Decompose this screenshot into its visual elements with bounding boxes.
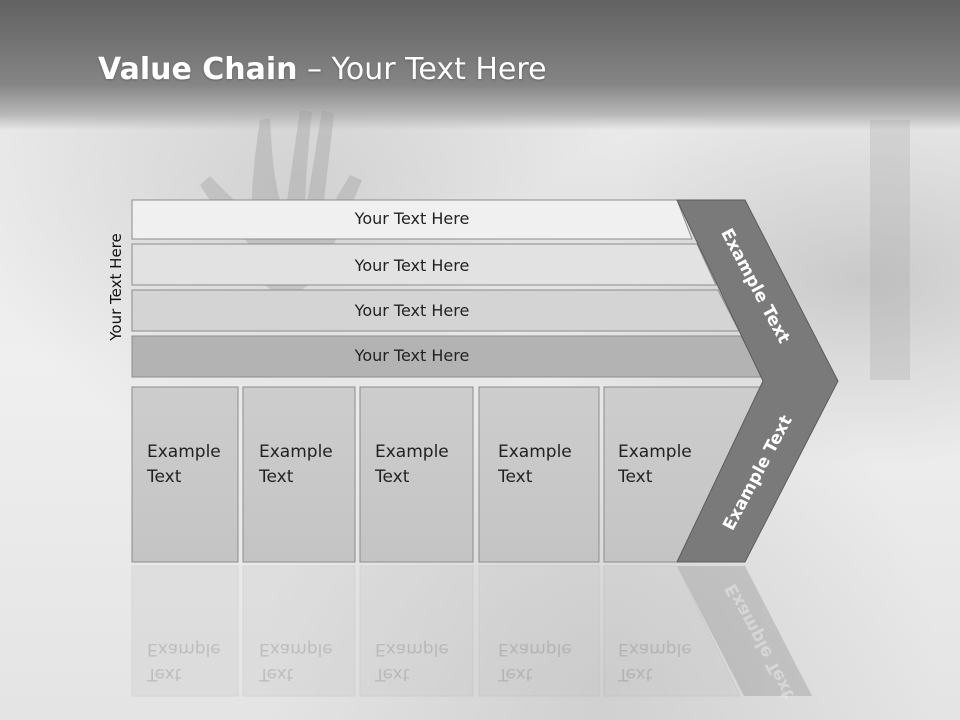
row-label: Your Text Here bbox=[354, 209, 470, 228]
column-box bbox=[131, 386, 239, 563]
title-rest: – Your Text Here bbox=[297, 52, 547, 87]
reflection-line2: Text bbox=[147, 664, 182, 684]
reflection-line1: Example bbox=[259, 639, 333, 659]
column-text-line2: Text bbox=[498, 467, 533, 487]
reflection-line1: Example bbox=[618, 639, 692, 659]
chevron-shape bbox=[676, 199, 839, 563]
row-label: Your Text Here bbox=[354, 346, 470, 365]
reflection-group bbox=[131, 565, 812, 697]
row-label: Your Text Here bbox=[354, 301, 470, 320]
header-band bbox=[0, 0, 960, 130]
row-bar bbox=[131, 243, 717, 286]
column-text-line1: Example bbox=[147, 442, 221, 462]
reflection-line2: Text bbox=[498, 664, 533, 684]
column-reflection bbox=[242, 565, 356, 697]
column-reflection bbox=[131, 565, 239, 697]
column-text-line1: Example bbox=[498, 442, 572, 462]
row-label: Your Text Here bbox=[354, 256, 470, 275]
reflection-line1: Example bbox=[147, 639, 221, 659]
column-text-line2: Text bbox=[618, 467, 653, 487]
column-reflection bbox=[359, 565, 474, 697]
column-reflection bbox=[603, 565, 741, 697]
column-text-reflection: Text Example bbox=[259, 636, 359, 686]
reflection-line1: Example bbox=[498, 639, 572, 659]
page-title: Value Chain – Your Text Here bbox=[98, 52, 547, 87]
column-reflection bbox=[478, 565, 600, 697]
column-text-reflection: Text Example bbox=[375, 636, 475, 686]
reflection-line2: Text bbox=[375, 664, 410, 684]
column-text-line2: Text bbox=[147, 467, 182, 487]
column-text-reflection: Text Example bbox=[498, 636, 598, 686]
title-bold: Value Chain bbox=[98, 52, 298, 87]
column-text-line1: Example bbox=[618, 442, 692, 462]
row-bar bbox=[131, 199, 693, 240]
column-text-line1: Example bbox=[375, 442, 449, 462]
column-text-reflection: Text Example bbox=[147, 636, 247, 686]
column-box bbox=[478, 386, 600, 563]
column-box bbox=[242, 386, 356, 563]
reflection-line2: Text bbox=[259, 664, 294, 684]
reflection-line1: Example bbox=[375, 639, 449, 659]
column-box bbox=[359, 386, 474, 563]
reflection-line2: Text bbox=[618, 664, 653, 684]
chevron-reflection bbox=[677, 566, 812, 696]
column-text-line1: Example bbox=[259, 442, 333, 462]
column-text-line2: Text bbox=[259, 467, 294, 487]
column-text-line2: Text bbox=[375, 467, 410, 487]
column-text-reflection: Text Example bbox=[618, 636, 718, 686]
